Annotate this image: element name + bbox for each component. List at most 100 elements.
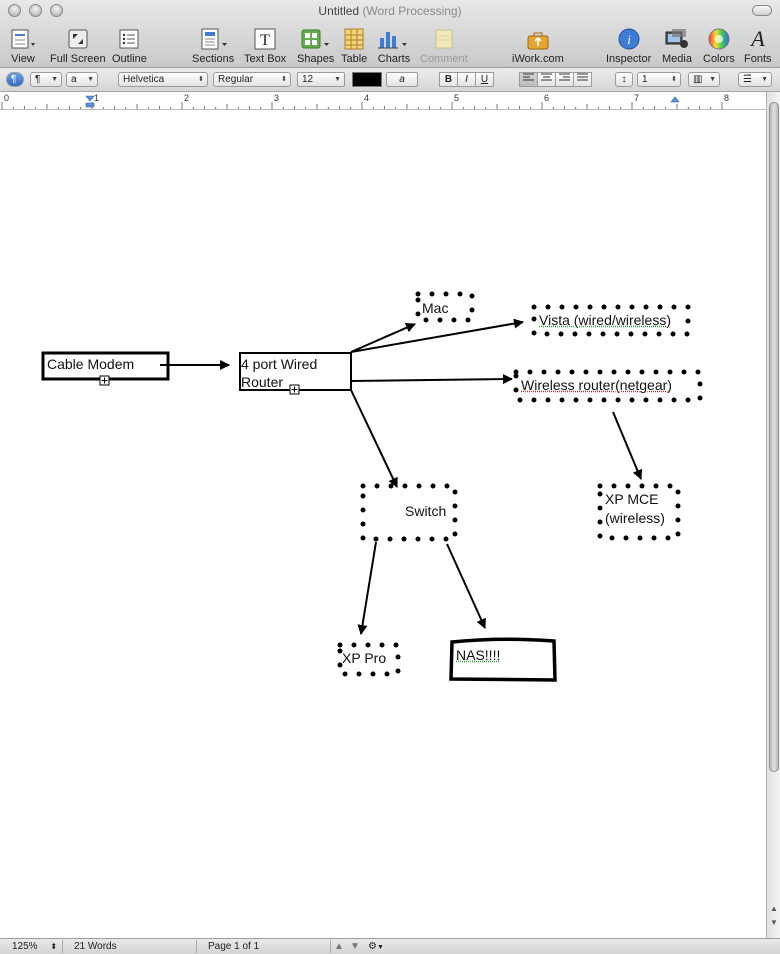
- arrow-switch-to-xp-pro[interactable]: [357, 541, 377, 635]
- align-center-button[interactable]: [537, 72, 556, 87]
- line-spacing-value-popup[interactable]: 1 ⬍: [637, 72, 681, 87]
- svg-text:T: T: [260, 32, 270, 49]
- table-button[interactable]: Table: [341, 26, 367, 65]
- fonts-icon: A: [747, 26, 769, 50]
- character-style-popup[interactable]: a ▼: [66, 72, 98, 87]
- list-style-popup[interactable]: ☰ ▼: [738, 72, 772, 87]
- ruler-mark: 8: [724, 93, 730, 103]
- arrow-router-to-wireless-router[interactable]: [350, 374, 513, 385]
- text-overflow-handle[interactable]: [99, 375, 110, 386]
- ruler-mark: 3: [274, 93, 280, 103]
- font-family-popup[interactable]: Helvetica ⬍: [118, 72, 208, 87]
- document-canvas[interactable]: Cable Modem 4 port Wired Router Mac Vist…: [0, 110, 766, 938]
- left-indent-marker[interactable]: [85, 95, 95, 102]
- text-box-button[interactable]: T Text Box: [244, 26, 286, 65]
- bold-button[interactable]: B: [439, 72, 458, 87]
- colors-label: Colors: [703, 53, 735, 65]
- font-family-value: Helvetica: [123, 74, 165, 85]
- first-line-indent-marker[interactable]: [85, 102, 95, 108]
- scroll-up-arrow-icon[interactable]: ▲: [770, 904, 778, 913]
- xp-pro-label: XP Pro: [342, 650, 387, 666]
- paragraph-style-popup[interactable]: ¶ ▼: [30, 72, 62, 87]
- font-size-combo[interactable]: 12 ▼: [297, 72, 345, 87]
- arrow-router-to-mac[interactable]: [350, 323, 416, 353]
- styles-drawer-button[interactable]: ¶: [6, 72, 24, 87]
- action-menu-button[interactable]: ⚙▼: [368, 941, 384, 952]
- arrow-router-to-vista[interactable]: [350, 318, 524, 353]
- chevron-down-icon: ▼: [87, 76, 94, 83]
- fonts-label: Fonts: [744, 53, 772, 65]
- vista-label-text: Vista (wired/wireless): [539, 312, 671, 328]
- vertical-scrollbar[interactable]: ▲ ▼: [766, 92, 780, 938]
- scroll-thumb[interactable]: [769, 102, 779, 772]
- router-label-line1: 4 port Wired: [241, 356, 318, 372]
- pilcrow-icon: ¶: [11, 74, 17, 85]
- mac-box[interactable]: [415, 291, 475, 323]
- inspector-button[interactable]: i Inspector: [606, 26, 651, 65]
- next-page-button[interactable]: ▼: [350, 941, 360, 952]
- iwork-share-icon: [525, 26, 551, 50]
- iwork-button[interactable]: iWork.com: [512, 26, 564, 65]
- outline-button[interactable]: Outline: [112, 26, 147, 65]
- arrow-router-to-switch[interactable]: [350, 389, 398, 488]
- toolbar-toggle-button[interactable]: [752, 5, 772, 16]
- horizontal-ruler[interactable]: 0 1 2 3 4 5 6 7 8: [0, 92, 766, 110]
- right-indent-marker[interactable]: [670, 96, 680, 103]
- font-style-buttons: B I U: [439, 72, 494, 87]
- sections-button[interactable]: Sections: [192, 26, 234, 65]
- mac-label: Mac: [422, 300, 449, 316]
- charts-button[interactable]: Charts: [377, 26, 411, 65]
- justify-button[interactable]: [573, 72, 592, 87]
- text-box-icon: T: [254, 26, 276, 50]
- network-diagram: [41, 291, 703, 682]
- comment-button[interactable]: Comment: [420, 26, 468, 65]
- charts-icon: [377, 26, 411, 50]
- shapes-icon: [300, 26, 332, 50]
- ruler-mark: 2: [184, 93, 190, 103]
- wireless-router-box[interactable]: [513, 369, 703, 403]
- previous-page-button[interactable]: ▲: [334, 941, 344, 952]
- xp-mce-box[interactable]: [597, 483, 681, 541]
- italic-button[interactable]: I: [457, 72, 476, 87]
- zoom-popup[interactable]: 125% ⬍: [12, 941, 57, 952]
- close-window-button[interactable]: [8, 4, 21, 17]
- scroll-down-arrow-icon[interactable]: ▼: [770, 918, 778, 927]
- wireless-router-label: Wireless router(netgear): [521, 376, 672, 394]
- word-count: 21 Words: [74, 941, 117, 952]
- page-indicator: Page 1 of 1: [208, 941, 260, 952]
- zoom-window-button[interactable]: [50, 4, 63, 17]
- sections-label: Sections: [192, 53, 235, 65]
- columns-popup[interactable]: ▥ ▼: [688, 72, 720, 87]
- text-box-label: Text Box: [244, 53, 287, 65]
- arrow-wireless-router-to-xp-mce[interactable]: [612, 411, 643, 480]
- align-left-icon: [523, 73, 534, 81]
- colors-button[interactable]: Colors: [703, 26, 735, 65]
- status-divider: [196, 940, 197, 953]
- shapes-label: Shapes: [297, 53, 335, 65]
- xp-pro-box[interactable]: [337, 642, 401, 677]
- wireless-router-label-text: Wireless router(netgear): [521, 377, 672, 393]
- highlight-color-well[interactable]: a: [386, 72, 418, 87]
- align-left-button[interactable]: [519, 72, 538, 87]
- align-right-button[interactable]: [555, 72, 574, 87]
- media-button[interactable]: Media: [662, 26, 692, 65]
- text-overflow-handle[interactable]: [289, 384, 300, 395]
- full-screen-button[interactable]: Full Screen: [50, 26, 106, 65]
- font-style-value: Regular: [218, 74, 254, 85]
- shapes-button[interactable]: Shapes: [297, 26, 334, 65]
- vista-box[interactable]: [531, 304, 691, 337]
- text-color-well[interactable]: [352, 72, 382, 87]
- underline-button[interactable]: U: [475, 72, 494, 87]
- arrow-switch-to-nas[interactable]: [446, 543, 486, 629]
- minimize-window-button[interactable]: [29, 4, 42, 17]
- font-style-popup[interactable]: Regular ⬍: [213, 72, 291, 87]
- ruler-mark: 0: [4, 93, 10, 103]
- view-button[interactable]: View: [10, 26, 36, 65]
- fonts-button[interactable]: A Fonts: [744, 26, 772, 65]
- line-spacing-button[interactable]: ↕: [615, 72, 633, 87]
- switch-box[interactable]: [360, 483, 458, 542]
- vista-label: Vista (wired/wireless): [539, 311, 671, 329]
- view-label: View: [11, 53, 35, 65]
- updown-arrows-icon: ⬍: [671, 76, 677, 83]
- nas-box[interactable]: [449, 637, 557, 682]
